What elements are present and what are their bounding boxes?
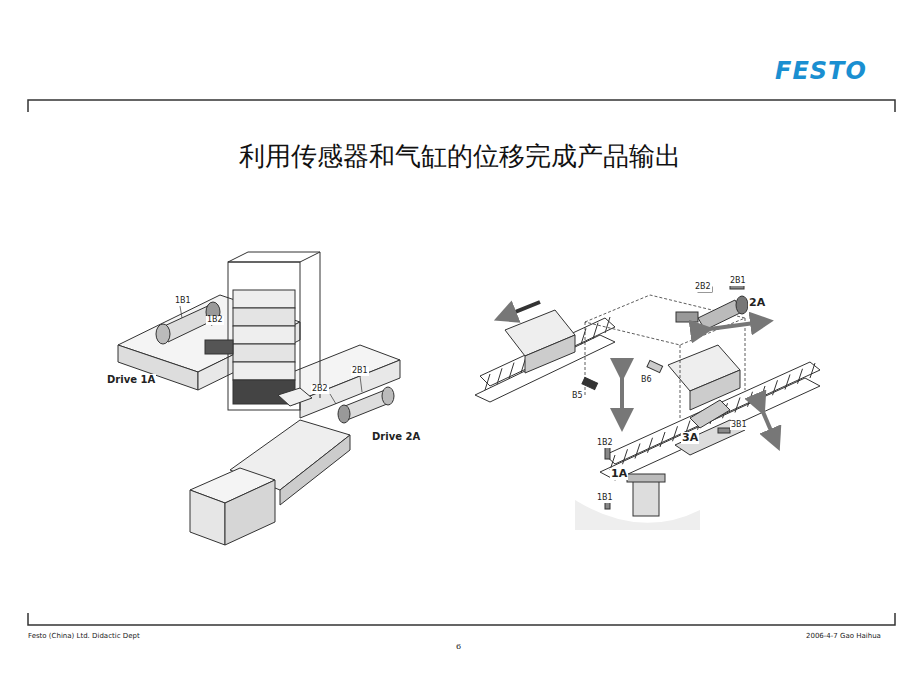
cylinder-label: 2A: [748, 297, 766, 309]
sensor-label: 2B1: [729, 277, 747, 286]
footer-text: 2006-4-7 Gao Haihua: [806, 633, 881, 641]
drive-label: Drive 2A: [371, 431, 421, 442]
roller: [748, 392, 753, 407]
sensor-label: 3B1: [730, 421, 748, 430]
frame-lines: [28, 100, 895, 625]
cylinder-label: 1A: [610, 468, 628, 480]
roller: [635, 444, 640, 459]
sensor-label: 2B2: [311, 385, 329, 394]
logo: FESTO: [775, 58, 867, 84]
roller: [648, 438, 653, 453]
slide-title: 利用传感器和气缸的位移完成产品输出: [239, 142, 681, 171]
roller: [673, 426, 678, 441]
sensor-label: B5: [571, 392, 584, 401]
sensor-label: 1B2: [596, 439, 614, 448]
drive-label: Drive 1A: [106, 374, 156, 385]
roller: [509, 363, 514, 379]
sensor-label: 2B1: [351, 367, 369, 376]
roller: [605, 317, 610, 333]
roller: [660, 432, 665, 447]
sensor-label: 2B2: [694, 283, 712, 292]
footer-text: Festo (China) Ltd. Didactic Dept: [28, 633, 140, 641]
roller: [760, 386, 765, 401]
roller: [810, 363, 815, 378]
sensor-label: B6: [640, 376, 653, 385]
magazine-station: [118, 252, 400, 545]
roller: [798, 369, 803, 384]
motion-arrows: [505, 302, 775, 440]
roller: [623, 449, 628, 464]
roller: [773, 380, 778, 395]
roller: [593, 323, 598, 339]
lifting-station: [475, 284, 820, 530]
cylinder-label: 3A: [681, 432, 699, 444]
roller: [735, 398, 740, 413]
roller: [497, 368, 502, 384]
page-number: 6: [456, 643, 461, 652]
roller: [485, 374, 490, 390]
sensor-label: 1B1: [174, 297, 192, 306]
sensor-label: 1B1: [596, 494, 614, 503]
sensor-label: 1B2: [206, 316, 224, 325]
roller: [785, 375, 790, 390]
